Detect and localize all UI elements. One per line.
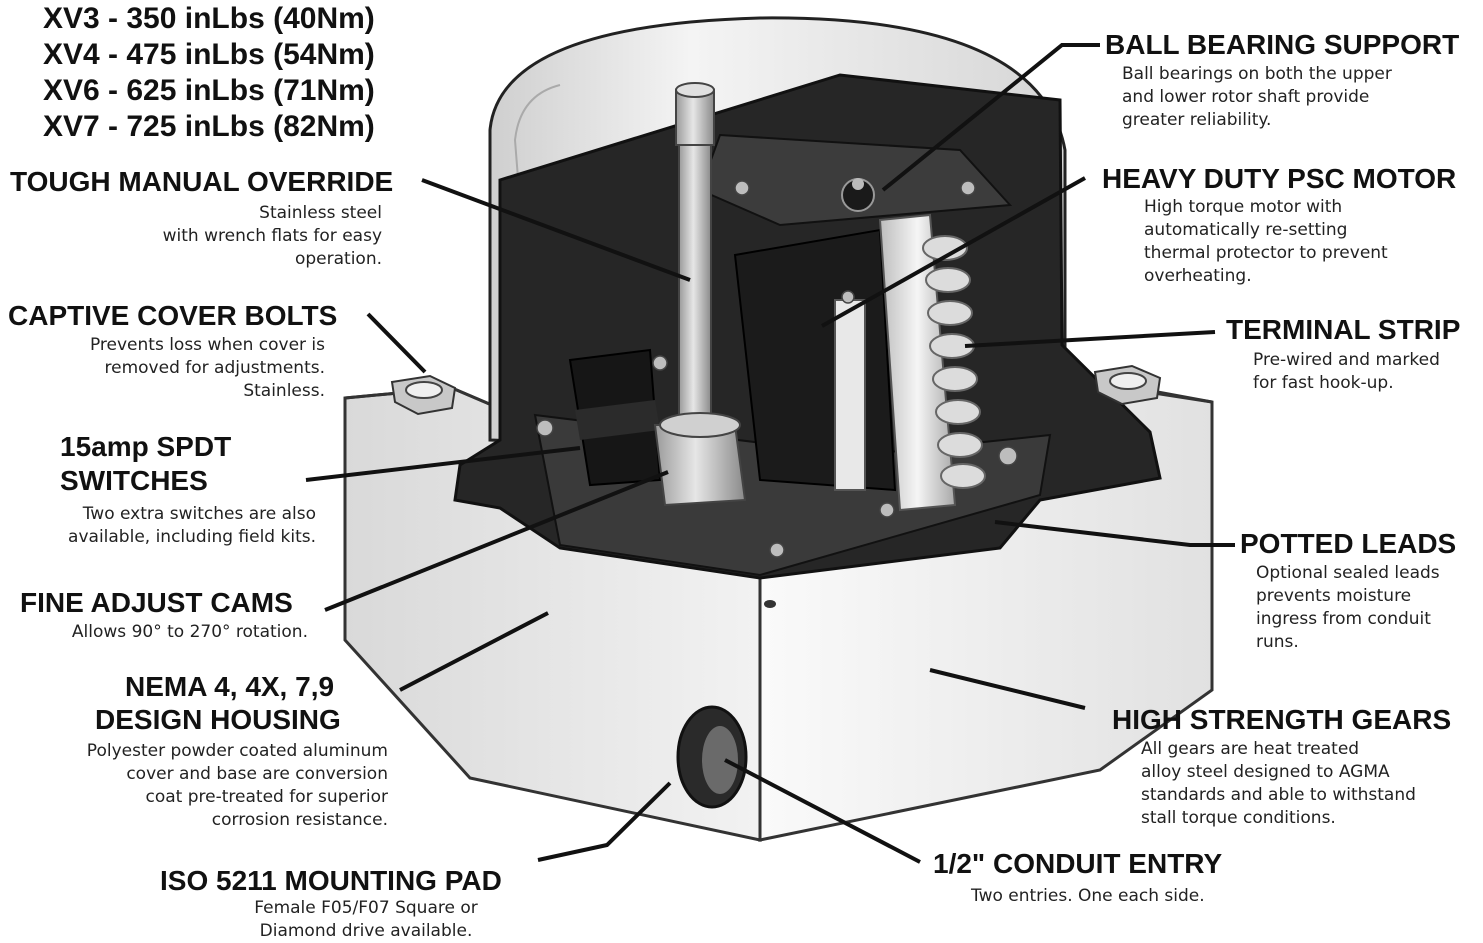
cover-bolts-title: CAPTIVE COVER BOLTS	[8, 300, 338, 331]
leader-lines	[305, 43, 1235, 864]
switches-title-line1: 15amp SPDT	[60, 431, 232, 462]
ball-bearing-desc: Ball bearings on both the upper and lowe…	[1122, 64, 1392, 130]
switches-title-line2: SWITCHES	[60, 465, 208, 496]
potted-leads-desc: Optional sealed leads prevents moisture …	[1256, 563, 1440, 652]
manual-override-desc: Stainless steel with wrench flats for ea…	[162, 203, 382, 269]
switches-desc: Two extra switches are also available, i…	[68, 504, 316, 547]
potted-leads-title: POTTED LEADS	[1240, 528, 1457, 559]
model-rating: XV3 - 350 inLbs (40Nm)	[43, 2, 375, 35]
motor-desc: High torque motor with automatically re-…	[1144, 197, 1388, 286]
housing-title-line2: DESIGN HOUSING	[95, 704, 341, 735]
cover-bolt-icon	[390, 374, 457, 416]
model-rating: XV7 - 725 inLbs (82Nm)	[43, 110, 375, 143]
cover-bolts-desc: Prevents loss when cover is removed for …	[89, 335, 325, 401]
motor-title: HEAVY DUTY PSC MOTOR	[1102, 163, 1457, 194]
manual-override-shaft	[653, 82, 747, 507]
terminal-strip-title: TERMINAL STRIP	[1226, 314, 1461, 345]
mounting-pad-title: ISO 5211 MOUNTING PAD	[160, 865, 502, 896]
terminal-strip-part	[878, 213, 986, 512]
housing-title-line1: NEMA 4, 4X, 7,9	[125, 671, 335, 702]
model-rating: XV6 - 625 inLbs (71Nm)	[43, 74, 375, 107]
gears-title: HIGH STRENGTH GEARS	[1112, 704, 1452, 735]
cover-bolt-icon	[1093, 364, 1162, 406]
cams-title: FINE ADJUST CAMS	[20, 587, 293, 618]
housing-desc: Polyester powder coated aluminum cover a…	[86, 741, 388, 830]
conduit-desc: Two entries. One each side.	[971, 886, 1205, 906]
spdt-switch-part	[568, 348, 662, 487]
terminal-strip-desc: Pre-wired and marked for fast hook-up.	[1253, 350, 1440, 393]
manual-override-title: TOUGH MANUAL OVERRIDE	[10, 166, 394, 197]
cams-desc: Allows 90° to 270° rotation.	[71, 622, 308, 642]
mounting-pad-desc: Female F05/F07 Square or Diamond drive a…	[254, 898, 478, 941]
model-rating: XV4 - 475 inLbs (54Nm)	[43, 38, 375, 71]
gears-desc: All gears are heat treated alloy steel d…	[1141, 739, 1416, 828]
conduit-title: 1/2" CONDUIT ENTRY	[933, 848, 1223, 879]
motor-block	[733, 228, 897, 492]
ball-bearing-title: BALL BEARING SUPPORT	[1105, 29, 1460, 60]
